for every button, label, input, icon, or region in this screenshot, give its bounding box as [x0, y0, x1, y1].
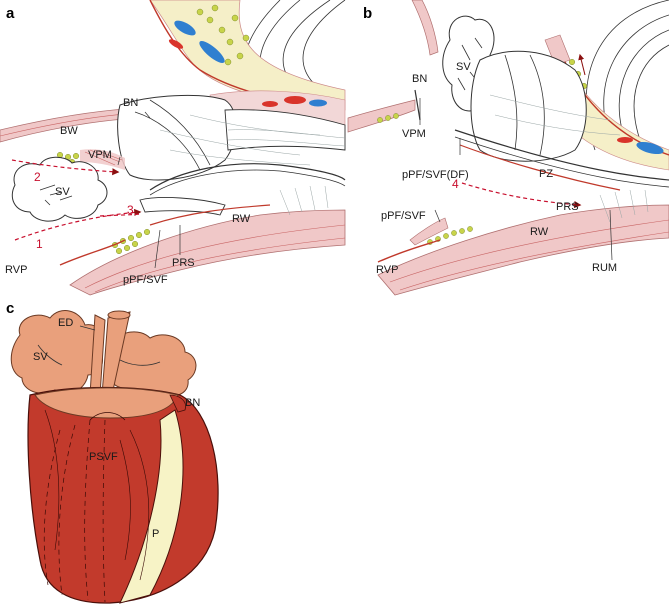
route-number: 3 [127, 203, 134, 217]
label-seminal-vesicle: SV [456, 61, 471, 73]
label-rum: RUM [592, 262, 617, 274]
panel-a: a [0, 0, 346, 296]
label-psvf: PSVF [89, 451, 118, 463]
label-ppf-svf: pPF/SVF [123, 274, 168, 286]
panel-b: b [347, 0, 669, 296]
bladder-wall-strip-b [411, 0, 439, 56]
prostate-gland-a [117, 94, 346, 216]
seminal-vesicles-c [10, 310, 197, 399]
route-4-b: 4 [452, 177, 582, 209]
label-rvp: RVP [376, 264, 398, 276]
label-bladder-neck: BN [185, 397, 200, 409]
leader-lines-c [79, 325, 96, 331]
panel-letter-b: b [363, 5, 372, 22]
vein-icon [199, 41, 225, 63]
label-rvp: RVP [5, 264, 27, 276]
prostate-body-c [27, 386, 219, 604]
routes-a: 2 1 3 [11, 159, 142, 251]
seminal-vesicle-a [11, 156, 108, 222]
label-ppf-svf: pPF/SVF [381, 210, 426, 222]
rectal-wall-b [377, 189, 669, 296]
label-bladder-wall: BW [60, 125, 78, 137]
route-number: 2 [34, 170, 41, 184]
vein-icon [174, 20, 196, 36]
label-ejaculatory-duct: ED [58, 317, 73, 329]
label-prs: PRS [556, 201, 579, 213]
panel-letter-a: a [6, 5, 15, 22]
artery-icon [168, 39, 184, 49]
label-rectal-wall: RW [232, 213, 251, 225]
leader-lines-b [419, 98, 613, 261]
label-prs: PRS [172, 257, 195, 269]
panel-letter-c: c [6, 300, 14, 317]
rectal-wall-a [59, 185, 346, 296]
label-vpm: VPM [88, 149, 112, 161]
label-seminal-vesicle: SV [33, 351, 48, 363]
prostate-gland-b [454, 50, 669, 191]
label-vpm: VPM [402, 128, 426, 140]
label-bladder-neck: BN [412, 73, 427, 85]
label-prostate: P [152, 528, 159, 540]
route-number: 1 [36, 237, 43, 251]
label-ppf-svf-df: pPF/SVF(DF) [402, 169, 469, 181]
panel-c: c [6, 300, 219, 604]
vpm-fibers-b [347, 89, 421, 133]
leader-lines-a [117, 111, 181, 269]
label-seminal-vesicle: SV [55, 186, 70, 198]
route-number: 4 [452, 177, 459, 191]
label-bladder-neck: BN [123, 97, 138, 109]
label-rectal-wall: RW [530, 226, 549, 238]
label-pz: PZ [539, 168, 553, 180]
